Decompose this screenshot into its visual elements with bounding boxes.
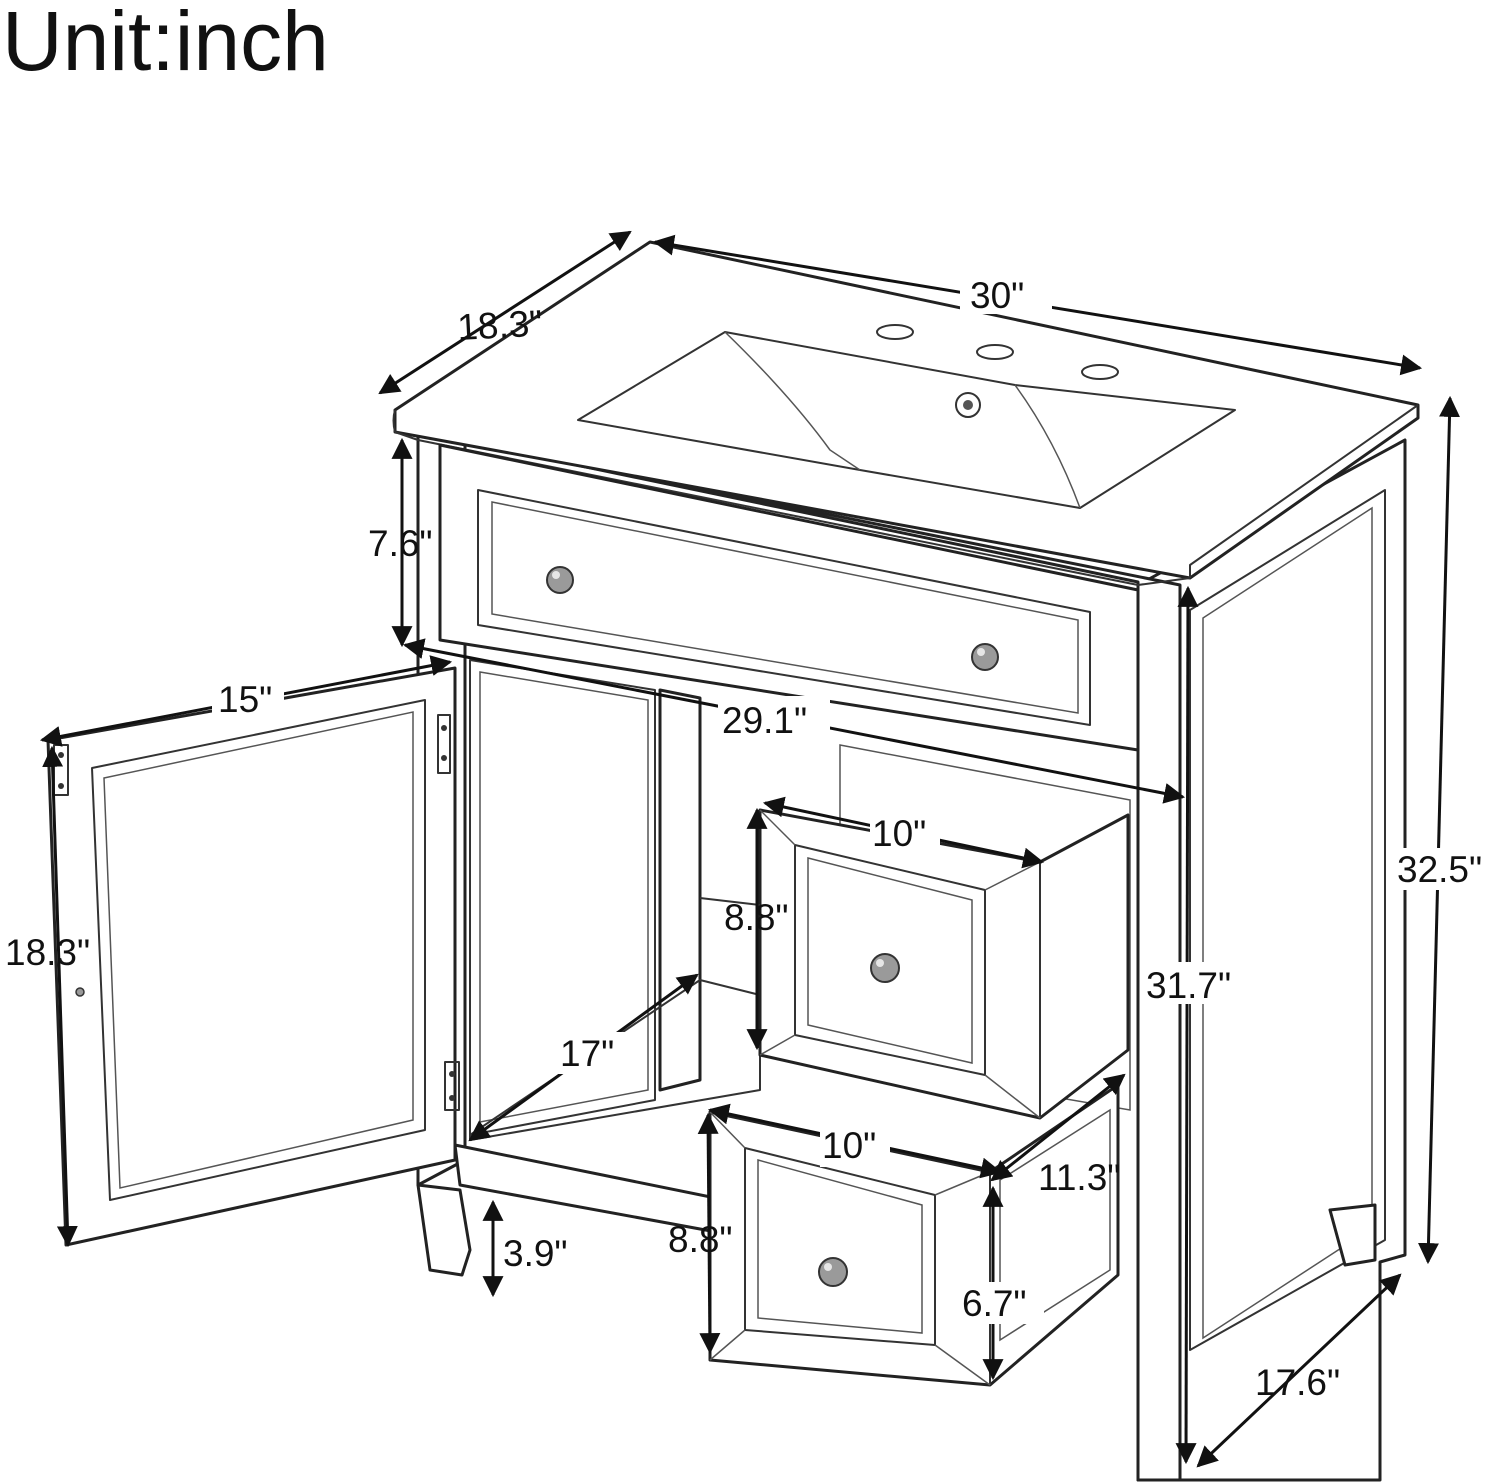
- dim-label-inner-width: 29.1": [722, 700, 807, 741]
- dim-label-cabinet-depth: 17.6": [1255, 1362, 1340, 1403]
- upper-drawer-knob-icon: [870, 953, 900, 983]
- dimension-lines: [39, 230, 1461, 1468]
- drawer-knob-right-icon: [971, 643, 999, 671]
- lower-drawer-knob-icon: [818, 1257, 848, 1287]
- dim-label-drawer-depth: 11.3": [1038, 1157, 1120, 1198]
- dim-line-top-depth: [378, 230, 632, 395]
- dim-line-small-drawer-height-bottom: [697, 1112, 721, 1355]
- dim-label-top-depth: 18.3": [456, 303, 543, 348]
- dim-label-door-width: 15": [218, 679, 272, 720]
- dim-line-door-height: [42, 745, 78, 1248]
- cabinet-side-panel: [1136, 438, 1407, 1482]
- drawer-knob-left-icon: [546, 566, 574, 594]
- dim-label-small-drawer-height-top: 8.8": [724, 897, 789, 938]
- dim-label-drawer-inner-height: 6.7": [962, 1283, 1027, 1324]
- vanity-illustration: [46, 240, 1420, 1482]
- dim-line-total-height: [1417, 395, 1461, 1265]
- dimension-labels: 30" 18.3" 7.6" 29.1" 15" 18.3" 32.5" 31.…: [5, 272, 1500, 1403]
- dim-label-door-height: 18.3": [5, 932, 90, 973]
- unit-title: Unit:inch: [2, 0, 329, 88]
- dim-label-small-drawer-width-bottom: 10": [822, 1125, 876, 1166]
- door-hinge-bottom-icon: [444, 1061, 460, 1111]
- dim-label-cabinet-height: 31.7": [1146, 965, 1231, 1006]
- dim-label-small-drawer-width-top: 10": [872, 813, 926, 854]
- upper-small-drawer: [699, 808, 1130, 1120]
- dim-line-cabinet-height: [1175, 585, 1199, 1465]
- dim-line-drawer-depth: [990, 1073, 1126, 1182]
- dim-label-top-width: 30": [970, 275, 1024, 316]
- dim-label-shelf-depth: 17": [560, 1033, 614, 1074]
- dim-label-total-height: 32.5": [1397, 849, 1482, 890]
- open-door: [46, 666, 460, 1247]
- dim-label-small-drawer-height-bottom: 8.8": [668, 1219, 733, 1260]
- dim-label-drawer-height: 7.6": [368, 523, 433, 564]
- dim-line-cabinet-depth: [1196, 1273, 1402, 1468]
- dim-label-leg-height: 3.9": [503, 1233, 568, 1274]
